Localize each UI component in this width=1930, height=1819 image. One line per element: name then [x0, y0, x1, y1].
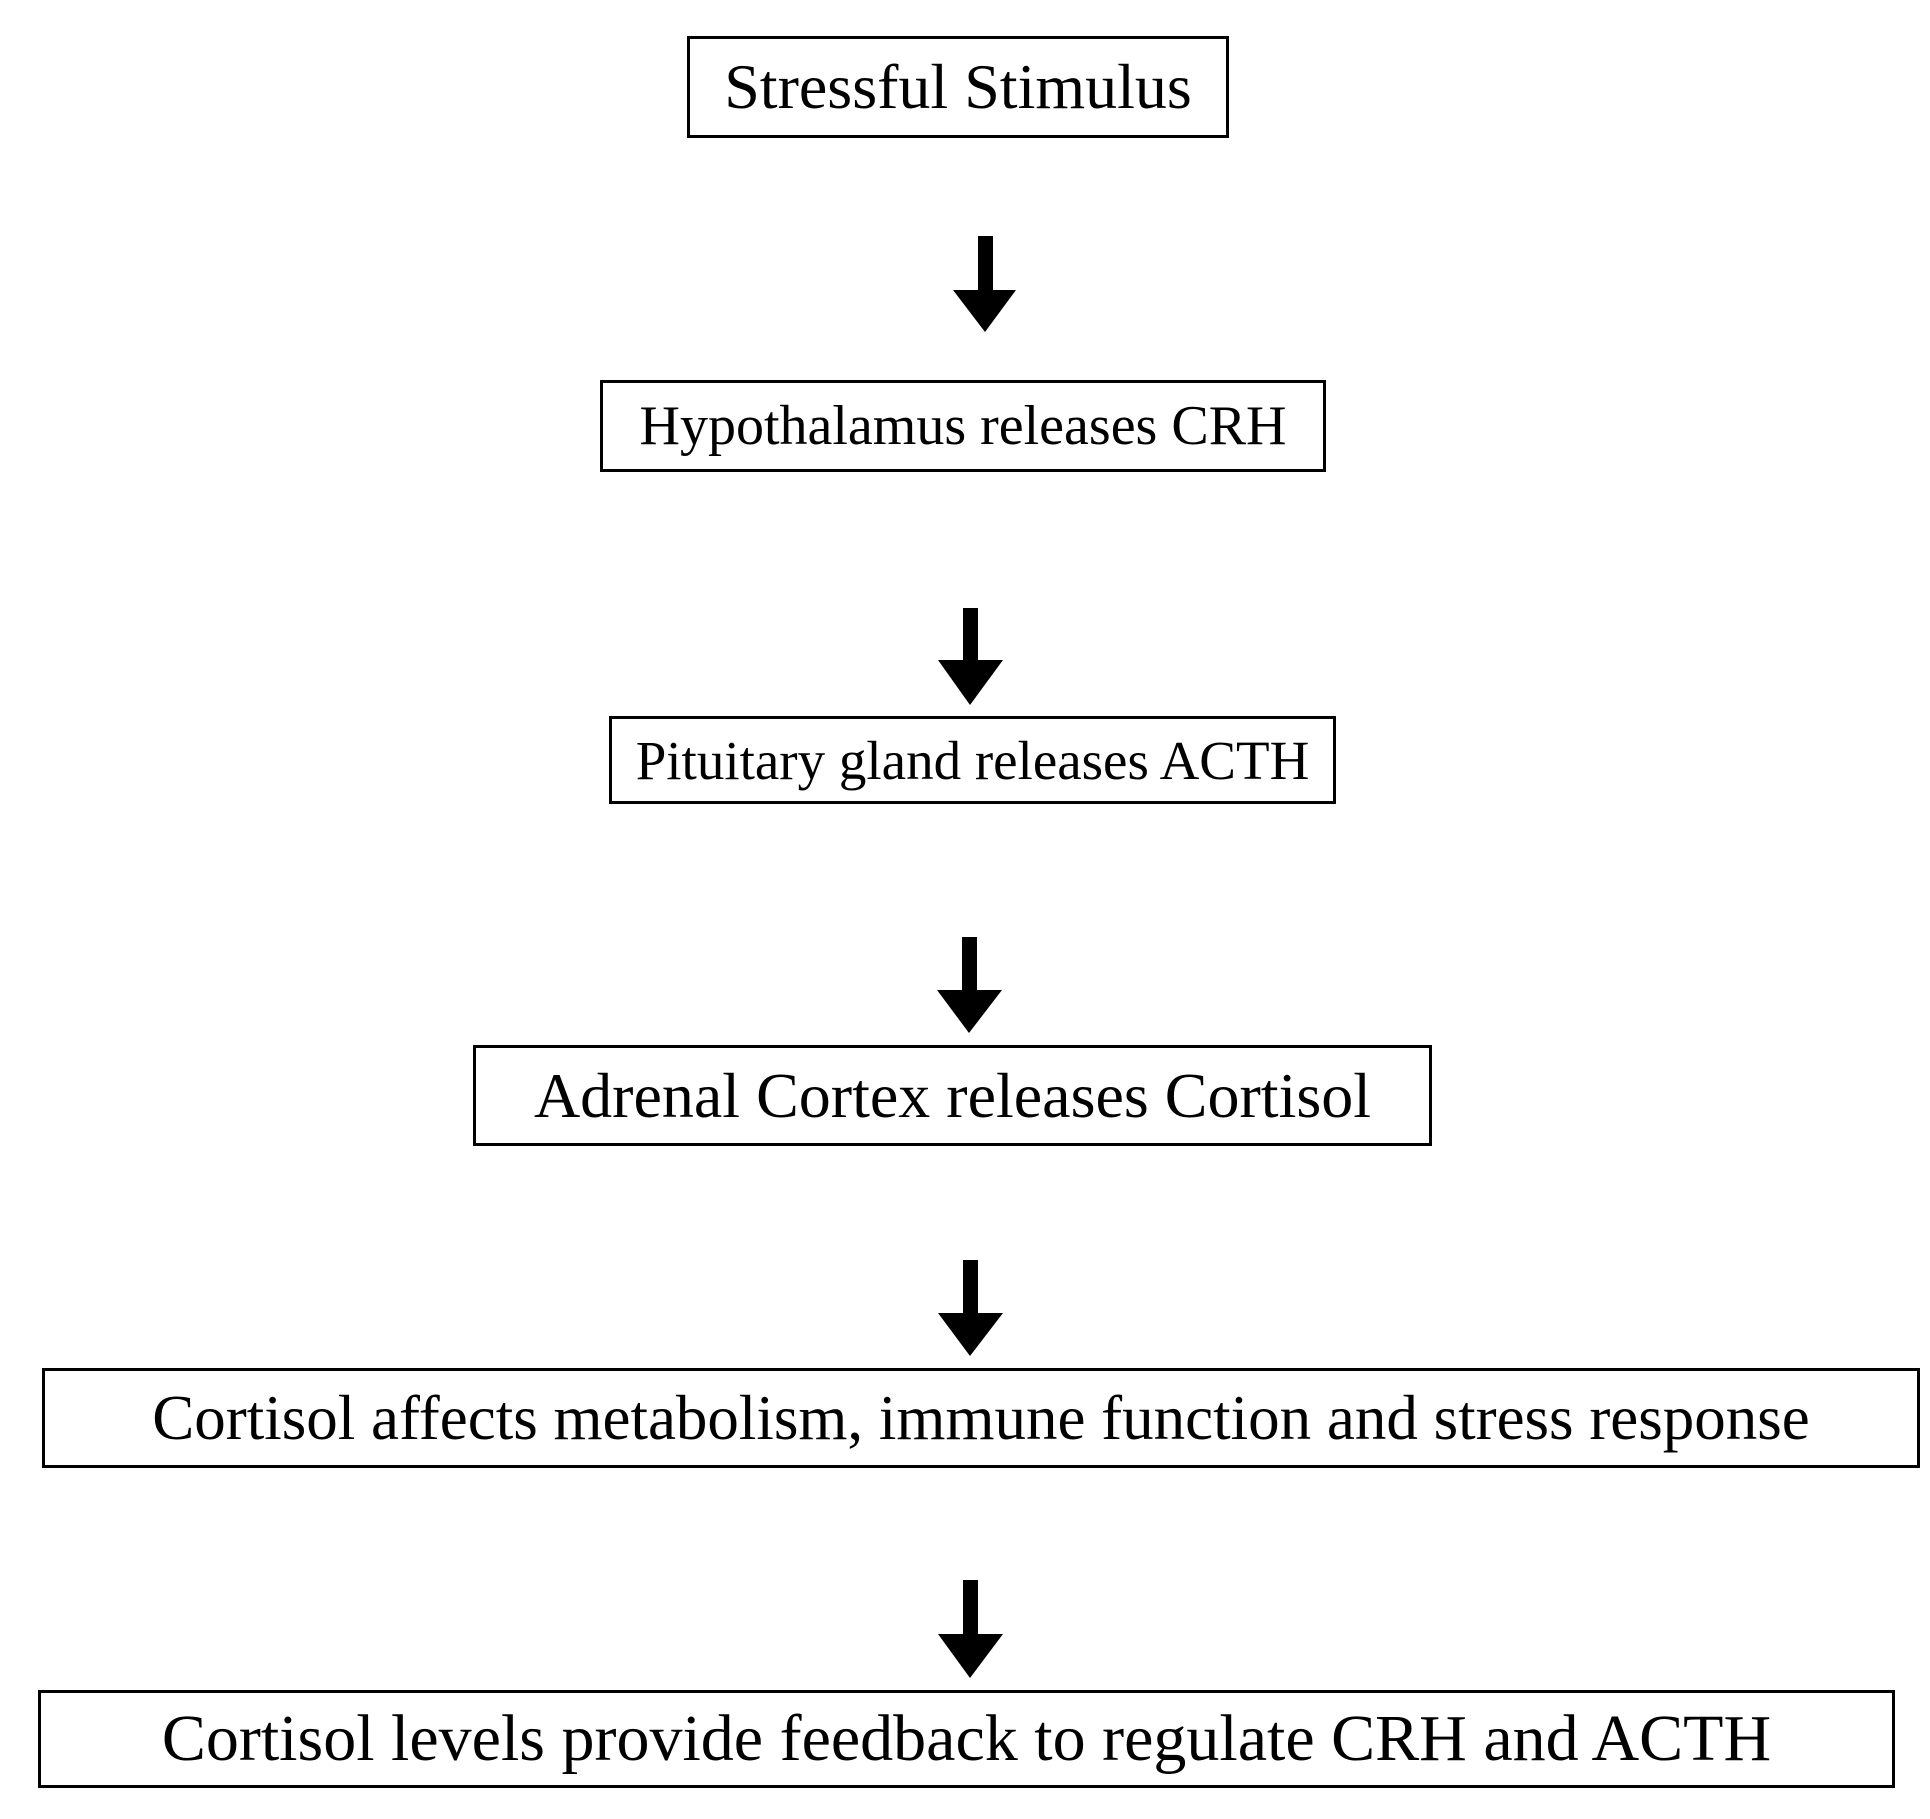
step-pituitary-gland: Pituitary gland releases ACTH [609, 716, 1336, 804]
step-label: Cortisol affects metabolism, immune func… [152, 1382, 1810, 1453]
step-label: Stressful Stimulus [724, 51, 1192, 122]
arrow-down-icon [937, 937, 1002, 1033]
step-adrenal-cortex: Adrenal Cortex releases Cortisol [473, 1045, 1432, 1146]
arrow-down-icon [938, 1260, 1003, 1356]
step-cortisol-feedback: Cortisol levels provide feedback to regu… [38, 1690, 1895, 1788]
arrow-down-icon [938, 608, 1003, 705]
step-stressful-stimulus: Stressful Stimulus [687, 36, 1229, 138]
step-label: Hypothalamus releases CRH [639, 395, 1287, 457]
step-hypothalamus: Hypothalamus releases CRH [600, 380, 1326, 472]
step-label: Pituitary gland releases ACTH [635, 729, 1310, 791]
arrow-down-icon [938, 1580, 1003, 1678]
step-label: Cortisol levels provide feedback to regu… [161, 1702, 1772, 1775]
arrow-down-icon [953, 236, 1016, 332]
step-label: Adrenal Cortex releases Cortisol [533, 1059, 1372, 1131]
step-cortisol-effects: Cortisol affects metabolism, immune func… [42, 1368, 1920, 1468]
